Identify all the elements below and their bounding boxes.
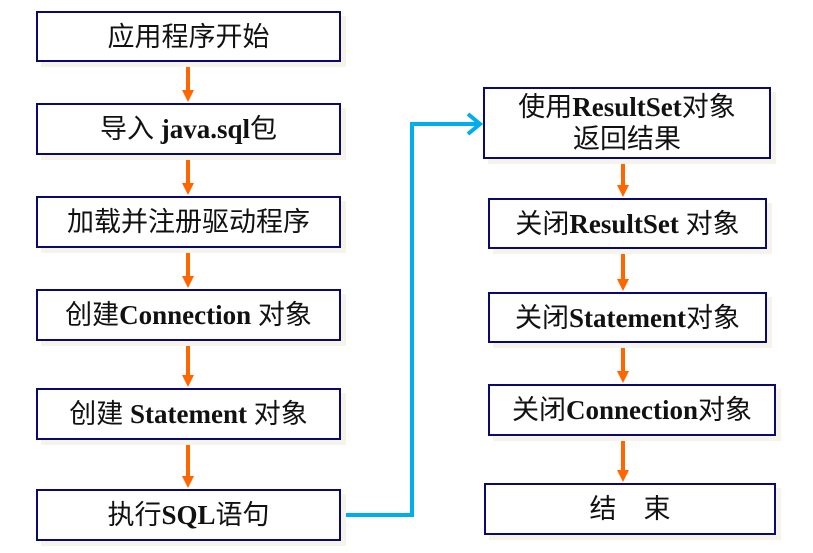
label-segment: 返回结果 — [573, 124, 681, 154]
step-close-connection: 关闭Connection对象 — [488, 384, 776, 436]
step-use-resultset: 使用ResultSet对象 返回结果 — [483, 87, 771, 159]
label-segment: 对象 — [685, 302, 740, 333]
flow-arrowhead — [182, 90, 194, 102]
jump-connector-arrowhead — [466, 112, 484, 136]
label-segment: 关闭 — [515, 302, 570, 333]
label-segment: 导入 — [99, 114, 161, 144]
label-segment: 加载并注册驱动程序 — [67, 207, 310, 237]
step-label: 导入 java.sql包 — [100, 113, 277, 145]
step-label-line-1: 使用ResultSet对象 — [518, 91, 736, 123]
label-bold-segment: ResultSet — [569, 208, 679, 239]
step-app-start: 应用程序开始 — [36, 11, 341, 62]
label-segment: 包 — [250, 114, 278, 144]
label-segment: 对象 — [681, 92, 736, 122]
label-segment: 关闭 — [511, 395, 566, 425]
step-end: 结 束 — [484, 483, 776, 535]
step-label: 关闭ResultSet 对象 — [515, 208, 739, 240]
label-segment: 对象 — [678, 208, 740, 239]
label-segment: 对象 — [246, 399, 308, 429]
step-label: 关闭Statement对象 — [515, 302, 740, 334]
label-segment: 语句 — [215, 500, 270, 530]
jump-connector-line — [341, 122, 480, 517]
step-label: 应用程序开始 — [108, 21, 270, 53]
label-bold-segment: Statement — [130, 399, 247, 429]
label-bold-segment: java.sql — [160, 114, 251, 144]
flow-arrowhead — [182, 183, 194, 195]
label-segment: 关闭 — [515, 208, 570, 239]
flow-arrowhead — [182, 276, 194, 288]
label-segment: 应用程序开始 — [107, 21, 270, 52]
label-segment: 创建 — [65, 300, 120, 330]
label-segment: 对象 — [698, 395, 752, 425]
step-label: 执行SQL语句 — [107, 499, 269, 531]
step-close-resultset: 关闭ResultSet 对象 — [488, 198, 767, 249]
label-bold-segment: SQL — [161, 500, 216, 530]
label-segment: 执行 — [107, 500, 162, 530]
step-create-statement: 创建 Statement 对象 — [36, 388, 341, 440]
step-execute-sql: 执行SQL语句 — [36, 489, 341, 541]
label-bold-segment: Connection — [565, 395, 698, 425]
flow-arrowhead — [617, 470, 629, 482]
step-create-connection: 创建Connection 对象 — [36, 289, 341, 341]
flow-arrowhead — [617, 371, 629, 383]
flow-arrowhead — [617, 279, 629, 291]
flow-arrowhead — [617, 185, 629, 197]
label-bold-segment: Statement — [569, 302, 686, 333]
step-label: 创建 Statement 对象 — [69, 398, 307, 430]
label-bold-segment: ResultSet — [572, 92, 682, 122]
step-label: 加载并注册驱动程序 — [67, 206, 310, 238]
label-segment: 使用 — [518, 92, 573, 122]
label-segment: 创建 — [69, 399, 131, 429]
step-label: 创建Connection 对象 — [65, 299, 312, 331]
label-bold-segment: Connection — [119, 300, 252, 330]
label-segment: 对象 — [251, 300, 312, 330]
label-segment: 结 束 — [589, 494, 671, 524]
step-close-statement: 关闭Statement对象 — [488, 292, 767, 343]
step-load-driver: 加载并注册驱动程序 — [36, 196, 341, 248]
flow-arrowhead — [182, 476, 194, 488]
step-label: 结 束 — [590, 493, 671, 525]
step-label-line-2: 返回结果 — [573, 123, 681, 155]
step-label: 关闭Connection对象 — [512, 394, 752, 426]
step-import-package: 导入 java.sql包 — [36, 103, 341, 155]
flow-arrowhead — [182, 375, 194, 387]
